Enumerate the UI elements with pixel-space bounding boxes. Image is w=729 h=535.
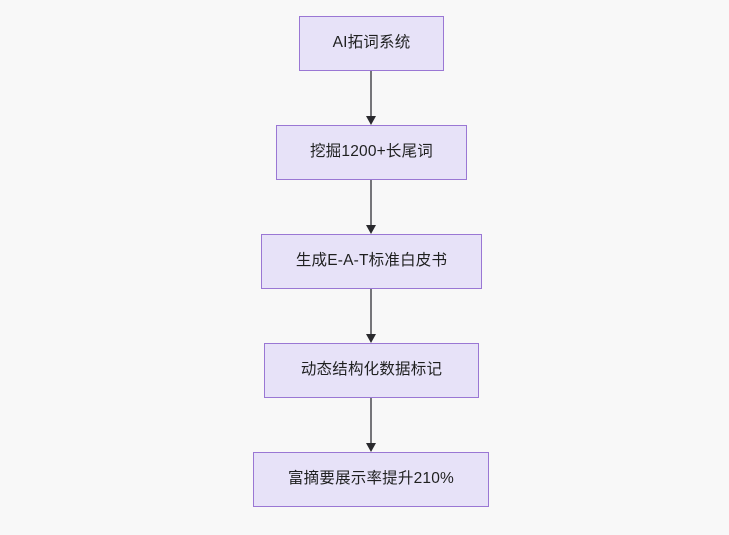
arrowhead-icon xyxy=(366,334,376,343)
flow-node-label: 挖掘1200+长尾词 xyxy=(309,143,434,161)
connector-line xyxy=(370,180,372,225)
connector-line xyxy=(370,289,372,334)
arrowhead-icon xyxy=(366,116,376,125)
flow-node-mine-longtail-keywords[interactable]: 挖掘1200+长尾词 xyxy=(276,125,467,180)
flow-node-label: 生成E-A-T标准白皮书 xyxy=(295,252,448,270)
connector-line xyxy=(370,398,372,443)
flow-node-dynamic-structured-data-markup[interactable]: 动态结构化数据标记 xyxy=(264,343,479,398)
connector-line xyxy=(370,71,372,116)
flow-node-label: 动态结构化数据标记 xyxy=(300,361,443,379)
flow-node-label: 富摘要展示率提升210% xyxy=(287,470,455,488)
arrowhead-icon xyxy=(366,225,376,234)
flow-node-ai-keyword-system[interactable]: AI拓词系统 xyxy=(299,16,444,71)
flow-node-rich-snippet-impression-lift[interactable]: 富摘要展示率提升210% xyxy=(253,452,489,507)
flow-node-generate-eat-whitepaper[interactable]: 生成E-A-T标准白皮书 xyxy=(261,234,482,289)
flow-node-label: AI拓词系统 xyxy=(332,34,411,52)
arrowhead-icon xyxy=(366,443,376,452)
